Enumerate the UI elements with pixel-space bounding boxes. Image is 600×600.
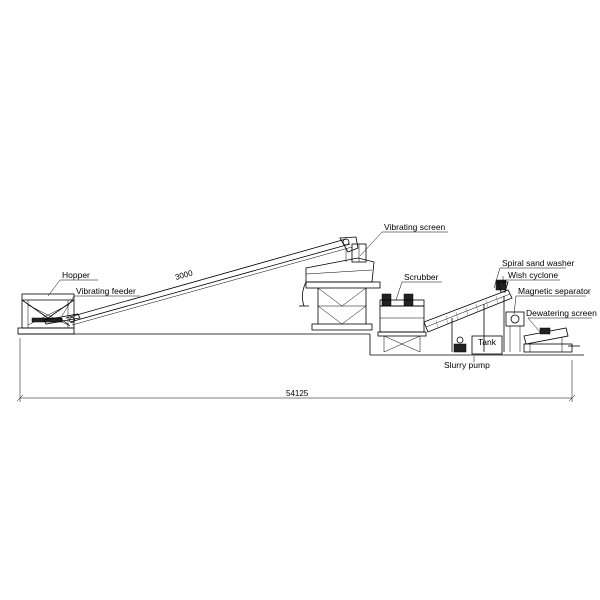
spiral-sand-washer-label: Spiral sand washer bbox=[502, 258, 574, 268]
vibrating-feeder-label: Vibrating feeder bbox=[76, 286, 136, 296]
ground-lines bbox=[18, 333, 584, 356]
overall-dimension-line bbox=[16, 338, 576, 402]
vibrating-feeder bbox=[43, 313, 81, 327]
magnetic-separator bbox=[505, 311, 525, 352]
vibrating-screen-unit bbox=[299, 243, 381, 331]
dewatering-screen bbox=[523, 327, 580, 353]
label-leader-lines bbox=[47, 231, 592, 362]
spiral-sand-washer bbox=[423, 279, 513, 352]
hopper-label: Hopper bbox=[62, 270, 90, 280]
slurry-pump bbox=[453, 336, 467, 353]
scrubber bbox=[377, 293, 427, 353]
tank bbox=[471, 335, 503, 355]
slurry-pump-label: Slurry pump bbox=[444, 360, 490, 370]
tank-label: Tank bbox=[478, 337, 497, 347]
magnetic-separator-label: Magnetic separator bbox=[518, 286, 591, 296]
scrubber-label: Scrubber bbox=[404, 272, 439, 282]
conveyor-length-label: 3000 bbox=[174, 268, 194, 282]
belt-conveyor bbox=[65, 236, 359, 326]
hopper bbox=[17, 293, 75, 335]
overall-length-label: 54125 bbox=[286, 389, 309, 398]
wish-cyclone-label: Wish cyclone bbox=[508, 270, 558, 280]
dewatering-screen-label: Dewatering screen bbox=[526, 308, 597, 318]
vibrating-screen-label: Vibrating screen bbox=[384, 222, 446, 232]
